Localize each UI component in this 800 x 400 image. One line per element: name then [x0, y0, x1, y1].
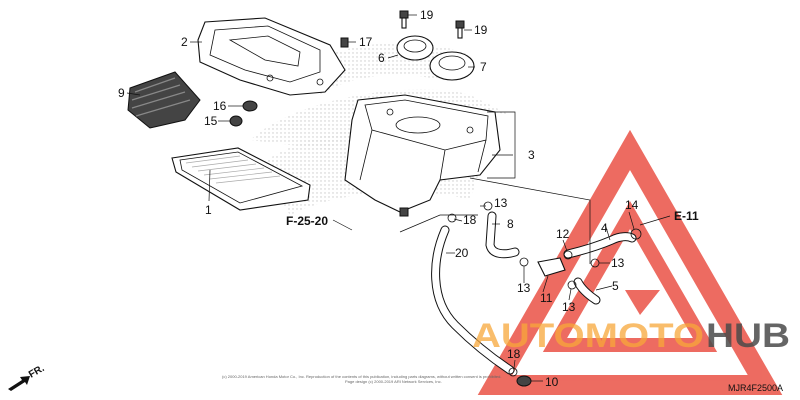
- leader-lines: [126, 14, 671, 382]
- callout-14: 14: [625, 198, 639, 212]
- callout-17: 17: [359, 35, 373, 49]
- watermark-text-part2: HUB: [706, 317, 790, 355]
- reference-f-25-20: F-25-20: [286, 214, 328, 228]
- part-8-tube: [485, 211, 520, 259]
- callout-2: 2: [181, 35, 188, 49]
- part-17-bolt: [340, 37, 349, 48]
- callout-13-b: 13: [517, 281, 531, 295]
- reference-e-11: E-11: [674, 209, 699, 223]
- callout-13-c: 13: [611, 256, 625, 270]
- part-4-pipe: [563, 232, 637, 259]
- front-arrow-label: FR.: [27, 363, 47, 381]
- part-6-cap: [396, 35, 434, 61]
- callout-12: 12: [556, 227, 570, 241]
- part-3-airbox-case: [344, 94, 501, 217]
- part-5-elbow: [573, 277, 601, 305]
- callout-15: 15: [204, 114, 218, 128]
- callout-16: 16: [213, 99, 227, 113]
- part-16-grommet: [242, 100, 258, 112]
- callout-10: 10: [545, 375, 559, 389]
- callout-labels: 2 9 1 3 16 15 17 19 19 6 7 8 20 18 11 4 …: [118, 8, 639, 389]
- part-13-clip-b: [519, 257, 529, 267]
- part-11-joint: [537, 257, 566, 277]
- part-20-drain-hose: [431, 225, 515, 375]
- callout-7: 7: [480, 60, 487, 74]
- callout-18-upper: 18: [463, 213, 477, 227]
- part-2-upper-cover: [197, 17, 346, 96]
- part-13-clip-d: [567, 280, 577, 290]
- callout-13-d: 13: [562, 300, 576, 314]
- part-7-cap: [429, 51, 475, 81]
- front-arrow: FR.: [8, 363, 47, 391]
- part-19-bolt-left: [399, 10, 409, 29]
- part-12-clip: [563, 250, 573, 260]
- part-9-intake-duct: [127, 71, 201, 129]
- part-19-bolt-right: [455, 20, 465, 39]
- callout-19-left: 19: [420, 8, 434, 22]
- part-18-clip-upper: [447, 213, 457, 223]
- callout-5: 5: [612, 279, 619, 293]
- part-1-air-filter: [171, 147, 311, 211]
- callout-13-a: 13: [494, 196, 508, 210]
- part-14-clip: [630, 228, 642, 240]
- callout-11: 11: [540, 291, 553, 305]
- copyright-line-1: (c) 2000-2019 American Honda Motor Co., …: [222, 374, 501, 379]
- diagram-code: MJR4F2500A: [728, 383, 783, 393]
- callout-4: 4: [601, 221, 608, 235]
- callout-9: 9: [118, 86, 125, 100]
- callout-20: 20: [455, 246, 469, 260]
- watermark-text: AUTOMOTO HUB: [472, 317, 790, 355]
- callout-6: 6: [378, 51, 385, 65]
- callout-3: 3: [528, 148, 535, 162]
- part-10-plug: [516, 375, 532, 387]
- callout-1: 1: [205, 203, 212, 217]
- copyright-line-2: Page design (c) 2000-2019 ARI Network Se…: [345, 379, 442, 384]
- callout-18-lower: 18: [507, 347, 521, 361]
- part-15-nut: [229, 115, 243, 127]
- callout-19-right: 19: [474, 23, 488, 37]
- watermark-text-part1: AUTOMOTO: [472, 317, 704, 355]
- callout-8: 8: [507, 217, 514, 231]
- part-18-clip-lower: [508, 367, 518, 377]
